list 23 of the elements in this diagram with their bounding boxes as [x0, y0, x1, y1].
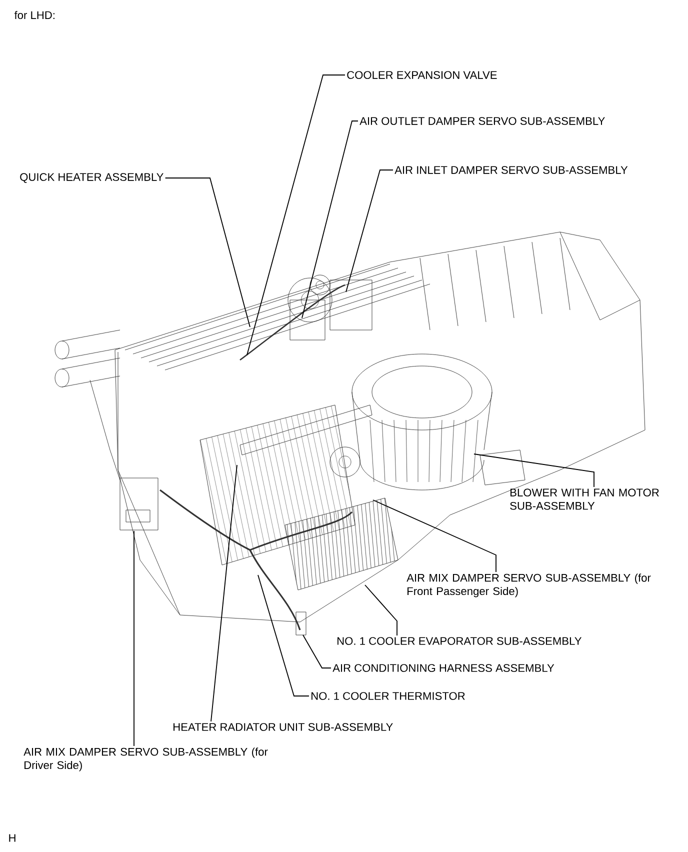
heading: for LHD: [14, 10, 54, 20]
leader-line [246, 74, 346, 356]
part-label: AIR INLET DAMPER SERVO SUB-ASSEMBLY [394, 166, 628, 174]
part-label: AIR MIX DAMPER SERVO SUB-ASSEMBLY (for Driver Side) [24, 748, 268, 772]
leader-line [210, 464, 238, 722]
leader-line [372, 500, 496, 572]
leader-line [346, 170, 394, 292]
part-label: AIR OUTLET DAMPER SERVO SUB-ASSEMBLY [360, 117, 605, 125]
part-label: BLOWER WITH FAN MOTOR SUB-ASSEMBLY [510, 488, 659, 510]
leader-line [302, 634, 332, 668]
part-label: AIR CONDITIONING HARNESS ASSEMBLY [332, 664, 554, 672]
leader-line [364, 584, 398, 636]
part-label: NO. 1 COOLER THERMISTOR [312, 692, 465, 700]
leader-line [474, 454, 594, 488]
part-label: NO. 1 COOLER EVAPORATOR SUB-ASSEMBLY [338, 637, 582, 645]
part-label: COOLER EXPANSION VALVE [347, 71, 497, 79]
leader-line [302, 120, 358, 318]
figure-code: H [9, 834, 16, 842]
part-label: HEATER RADIATOR UNIT SUB-ASSEMBLY [174, 723, 393, 731]
part-label: QUICK HEATER ASSEMBLY [20, 173, 164, 183]
part-label: AIR MIX DAMPER SERVO SUB-ASSEMBLY (for Front Passenger Side) [406, 574, 651, 598]
leader-line [164, 178, 250, 328]
leader-line [258, 574, 310, 696]
